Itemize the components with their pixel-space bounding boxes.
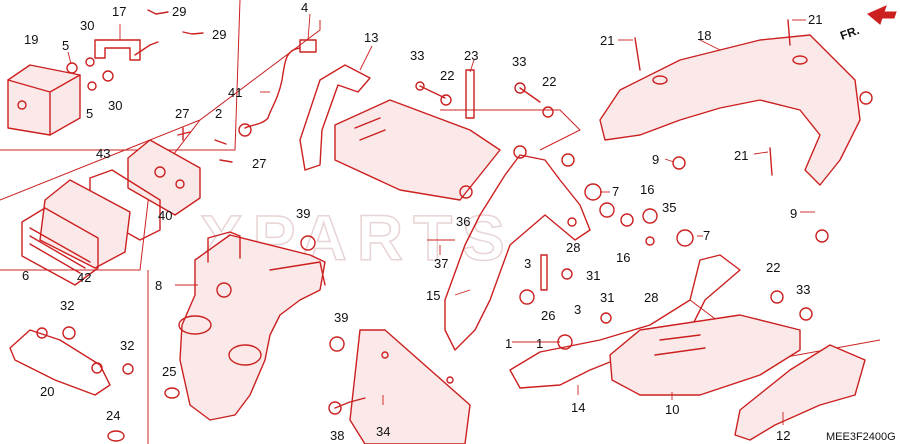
callout-label: 27 xyxy=(175,106,189,121)
rear-fender-cover[interactable] xyxy=(599,19,861,186)
front-direction-label: FR. xyxy=(838,23,861,43)
callout-label: 16 xyxy=(640,182,654,197)
callout-label: 12 xyxy=(776,428,790,443)
callout-label: 17 xyxy=(112,4,126,19)
front-direction-arrow: FR. xyxy=(838,5,897,43)
rear-fender-bracket[interactable] xyxy=(299,64,501,201)
callout-label: 28 xyxy=(644,290,658,305)
license-plate-base[interactable] xyxy=(349,329,471,444)
callout-numbers: 19 5 30 17 29 29 5 30 27 2 27 43 40 6 42… xyxy=(22,0,822,443)
diagram-code: MEE3F2400G xyxy=(826,431,896,443)
callout-label: 8 xyxy=(155,278,162,293)
callout-label: 30 xyxy=(80,18,94,33)
callout-label: 41 xyxy=(228,85,242,100)
callout-label: 14 xyxy=(571,400,585,415)
callout-label: 21 xyxy=(734,148,748,163)
callout-label: 18 xyxy=(697,28,711,43)
callout-label: 15 xyxy=(426,288,440,303)
callout-label: 26 xyxy=(541,308,555,323)
tail-light-housing[interactable] xyxy=(7,64,81,136)
callout-label: 42 xyxy=(77,270,91,285)
callout-label: 20 xyxy=(40,384,54,399)
license-light-wire[interactable] xyxy=(238,39,317,137)
callout-label: 39 xyxy=(334,310,348,325)
callout-label: 39 xyxy=(296,206,310,221)
callout-label: 22 xyxy=(440,68,454,83)
callout-label: 37 xyxy=(434,256,448,271)
callout-label: 23 xyxy=(464,48,478,63)
callout-label: 16 xyxy=(616,250,630,265)
callout-label: 9 xyxy=(790,206,797,221)
callout-label: 43 xyxy=(96,146,110,161)
fasteners xyxy=(62,69,873,442)
callout-label: 22 xyxy=(542,74,556,89)
callout-label: 13 xyxy=(364,30,378,45)
callout-label: 33 xyxy=(796,282,810,297)
license-light-screws xyxy=(177,127,233,163)
reflector-stay[interactable] xyxy=(9,327,111,396)
callout-label: 7 xyxy=(703,228,710,243)
callout-label: 30 xyxy=(108,98,122,113)
callout-label: 28 xyxy=(566,240,580,255)
callout-label: 7 xyxy=(612,184,619,199)
callout-label: 32 xyxy=(120,338,134,353)
license-light-assembly[interactable] xyxy=(21,139,201,286)
callout-label: 33 xyxy=(410,48,424,63)
callout-label: 25 xyxy=(162,364,176,379)
callout-label: 9 xyxy=(652,152,659,167)
callout-label: 19 xyxy=(24,32,38,47)
callout-label: 34 xyxy=(376,424,390,439)
leader-lines xyxy=(67,13,815,425)
callout-label: 3 xyxy=(524,256,531,271)
callout-label: 21 xyxy=(600,33,614,48)
callout-label: 21 xyxy=(808,12,822,27)
callout-label: 32 xyxy=(60,298,74,313)
callout-label: 1 xyxy=(536,336,543,351)
license-bracket-stay[interactable] xyxy=(444,145,591,351)
callout-label: 22 xyxy=(766,260,780,275)
callout-label: 38 xyxy=(330,428,344,443)
callout-label: 10 xyxy=(665,402,679,417)
callout-label: 2 xyxy=(215,106,222,121)
callout-label: 35 xyxy=(662,200,676,215)
callout-label: 4 xyxy=(301,0,308,15)
callout-label: 40 xyxy=(158,208,172,223)
callout-label: 31 xyxy=(586,268,600,283)
callout-label: 24 xyxy=(106,408,120,423)
callout-label: 5 xyxy=(86,106,93,121)
rear-inner-fender[interactable] xyxy=(178,231,326,421)
callout-label: 31 xyxy=(600,290,614,305)
tail-light-stay[interactable] xyxy=(94,9,204,61)
callout-label: 36 xyxy=(456,214,470,229)
callout-label: 27 xyxy=(252,156,266,171)
small-nuts-group xyxy=(66,57,114,91)
callout-label: 29 xyxy=(172,4,186,19)
rear-side-bracket[interactable] xyxy=(509,254,866,441)
callout-label: 1 xyxy=(505,336,512,351)
callout-label: 6 xyxy=(22,268,29,283)
callout-label: 3 xyxy=(574,302,581,317)
callout-label: 5 xyxy=(62,38,69,53)
callout-label: 33 xyxy=(512,54,526,69)
callout-label: 29 xyxy=(212,27,226,42)
